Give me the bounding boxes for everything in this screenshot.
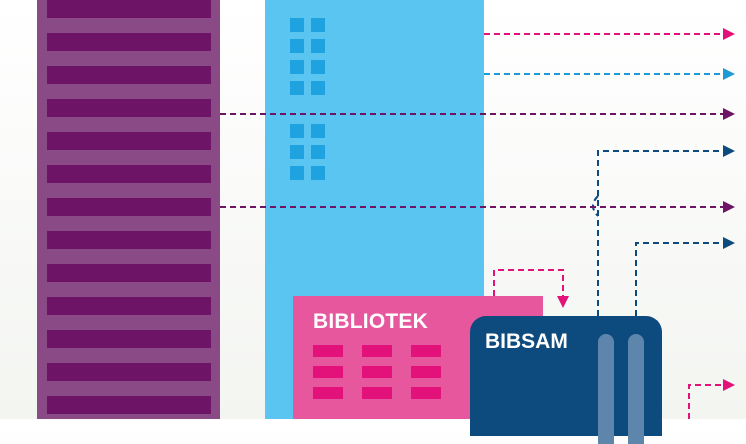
purple-tower-building — [37, 0, 220, 419]
window — [311, 18, 325, 32]
blue-building-windows-upper — [290, 18, 325, 95]
bibliotek-label: BIBLIOTEK — [313, 310, 428, 333]
tower-floor-stripe — [47, 33, 211, 51]
window — [290, 166, 304, 180]
arrow-magenta-loop — [493, 269, 569, 308]
tower-floor-stripe — [47, 231, 211, 249]
window — [311, 145, 325, 159]
bibsam-building: BIBSAM — [470, 316, 662, 444]
window — [411, 387, 441, 399]
window — [411, 345, 441, 357]
window — [362, 366, 392, 378]
window — [290, 60, 304, 74]
tower-floor-stripe — [47, 198, 211, 216]
window — [311, 39, 325, 53]
tower-floor-stripe — [47, 264, 211, 282]
window — [290, 18, 304, 32]
bibsam-label: BIBSAM — [485, 330, 568, 353]
blue-building-windows-lower — [290, 124, 325, 180]
window — [311, 81, 325, 95]
window — [313, 366, 343, 378]
window — [290, 124, 304, 138]
window — [290, 39, 304, 53]
window — [311, 166, 325, 180]
tower-floor-stripe — [47, 66, 211, 84]
flow-arrows — [220, 28, 746, 419]
bibsam-pillar-right — [628, 334, 644, 444]
arrow-navy-upper — [592, 151, 733, 316]
window — [411, 366, 441, 378]
bibliotek-windows — [313, 345, 441, 399]
tower-floor-stripe — [47, 0, 211, 18]
tower-floor-stripe — [47, 363, 211, 381]
tower-floor-stripe — [47, 396, 211, 414]
window — [311, 124, 325, 138]
window — [311, 60, 325, 74]
tower-floor-stripe — [47, 165, 211, 183]
window — [313, 387, 343, 399]
window — [362, 387, 392, 399]
window — [290, 145, 304, 159]
arrow-navy-lower — [635, 237, 735, 316]
bibsam-pillar-left — [598, 334, 614, 444]
tower-floor-stripe — [47, 330, 211, 348]
tower-floor-stripe — [47, 132, 211, 150]
window — [290, 81, 304, 95]
tower-floor-stripe — [47, 99, 211, 117]
window — [313, 345, 343, 357]
window — [362, 345, 392, 357]
tower-floor-stripe — [47, 297, 211, 315]
arrow-magenta-bottom — [688, 379, 735, 419]
